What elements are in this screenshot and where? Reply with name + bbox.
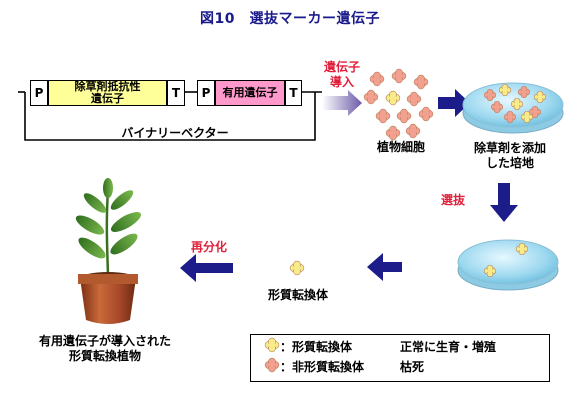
dish-cell-6 <box>528 105 542 119</box>
promoter-box-1: P <box>30 80 48 106</box>
dish-cell-2 <box>517 85 531 99</box>
dish-cell-0 <box>483 88 497 102</box>
cell-5 <box>406 91 422 107</box>
introduction-label: 遺伝子 導入 <box>323 60 360 89</box>
plant-cells-label: 植物細胞 <box>376 140 425 154</box>
legend-pink-cell <box>264 357 280 373</box>
marker-gene-box: 除草剤抵抗性 遺伝子 <box>48 80 167 106</box>
cell-6 <box>375 108 391 124</box>
cell-8 <box>418 106 434 122</box>
dish-cell-1 <box>498 83 512 97</box>
legend-transformant-label: ：形質転換体 <box>280 340 353 354</box>
dish-cell-3 <box>533 90 547 104</box>
legend-transformant-result: 正常に生育・増殖 <box>400 340 497 354</box>
cell-2 <box>413 74 429 90</box>
transformant-label: 形質転換体 <box>267 288 328 302</box>
vector-name: バイナリーベクター <box>121 126 229 140</box>
selected-cell-0 <box>515 242 529 256</box>
terminator-box-2: T <box>285 80 302 106</box>
selected-cell-1 <box>483 264 497 278</box>
dish-cell-4 <box>490 100 504 114</box>
transformant-cell <box>289 260 305 276</box>
promoter-box-2: P <box>197 80 215 106</box>
regeneration-label: 再分化 <box>190 240 227 254</box>
dish-cell-7 <box>503 110 517 124</box>
legend-non-transformant-label: ：非形質転換体 <box>280 360 365 374</box>
selection-label: 選抜 <box>440 193 465 207</box>
medium-label: 除草剤を添加 した培地 <box>473 141 546 170</box>
cell-3 <box>363 89 379 105</box>
legend-yellow-cell <box>264 337 280 353</box>
transgenic-plant-label: 有用遺伝子が導入された 形質転換植物 <box>38 334 171 363</box>
legend-non-transformant-result: 枯死 <box>400 360 425 374</box>
dish-cell-8 <box>520 110 534 124</box>
cell-1 <box>391 68 407 84</box>
legend-box <box>250 334 550 382</box>
cell-4 <box>385 90 401 106</box>
dish-cell-5 <box>510 97 524 111</box>
cell-7 <box>396 108 412 124</box>
cell-0 <box>369 71 385 87</box>
useful-gene-box: 有用遺伝子 <box>215 80 285 106</box>
terminator-box-1: T <box>167 80 185 106</box>
cell-9 <box>385 125 401 141</box>
figure-title: 図10 選抜マーカー遺伝子 <box>200 11 380 27</box>
cell-10 <box>405 123 421 139</box>
